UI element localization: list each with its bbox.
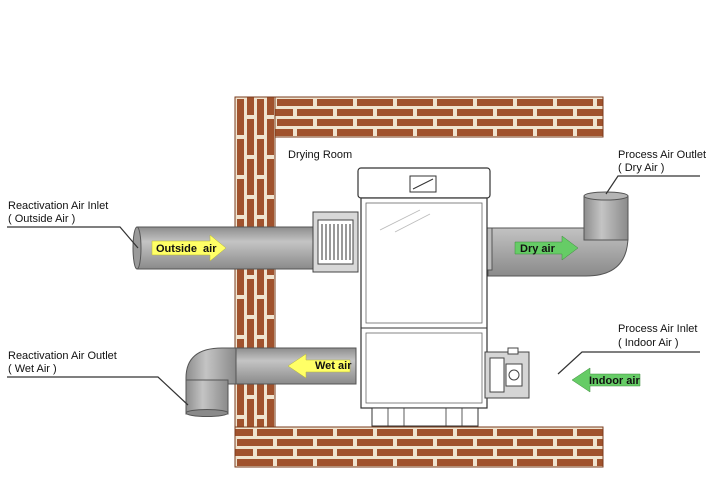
unit-base bbox=[371, 407, 479, 427]
pointer-process-outlet bbox=[605, 175, 700, 195]
pointer-reactivation-inlet bbox=[7, 226, 139, 249]
dry-air-arrow bbox=[514, 235, 579, 261]
dehumidifier-unit bbox=[357, 167, 491, 427]
process-inlet-label-line1: Process Air Inlet bbox=[618, 323, 697, 335]
process-inlet-label-line2: ( Indoor Air ) bbox=[618, 337, 679, 349]
unit-body bbox=[360, 197, 488, 409]
drying-room-title: Drying Room bbox=[288, 149, 352, 161]
brick-walls bbox=[234, 96, 604, 468]
pointer-process-inlet bbox=[557, 351, 700, 375]
wet-air-arrow bbox=[287, 353, 351, 379]
reactivation-outlet-label-line1: Reactivation Air Outlet bbox=[8, 350, 117, 362]
indoor-air-arrow bbox=[571, 367, 641, 393]
pointer-reactivation-outlet bbox=[7, 376, 189, 406]
reactivation-inlet-label-line1: Reactivation Air Inlet bbox=[8, 200, 108, 212]
process-outlet-label-line1: Process Air Outlet bbox=[618, 149, 706, 161]
process-fan bbox=[484, 347, 530, 399]
process-outlet-label-line2: ( Dry Air ) bbox=[618, 162, 664, 174]
reactivation-outlet-label-line2: ( Wet Air ) bbox=[8, 363, 57, 375]
filter-box bbox=[312, 211, 359, 273]
reactivation-inlet-label-line2: ( Outside Air ) bbox=[8, 213, 75, 225]
outside-air-label: Outside air bbox=[156, 243, 217, 255]
pointer-lines bbox=[7, 175, 700, 406]
outside-air-arrow bbox=[151, 234, 227, 262]
bottom-wall bbox=[234, 426, 604, 468]
process-outlet-duct bbox=[483, 191, 629, 277]
dry-air-label: Dry air bbox=[520, 243, 556, 255]
top-wall bbox=[234, 96, 604, 138]
left-wall bbox=[234, 96, 276, 468]
indoor-air-label: Indoor air bbox=[589, 375, 640, 387]
wet-air-label: Wet air bbox=[315, 360, 352, 372]
